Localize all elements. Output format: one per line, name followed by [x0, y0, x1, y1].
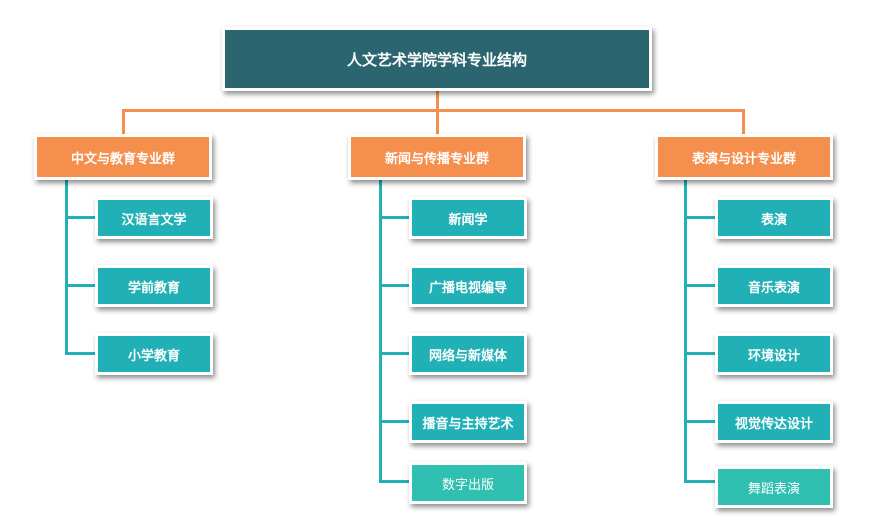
- group-0-item-0-connector: [65, 216, 97, 219]
- group-node-chinese-education: 中文与教育专业群: [34, 134, 212, 180]
- leaf-node: 表演: [715, 197, 833, 239]
- leaf-node-label: 汉语言文学: [121, 212, 187, 228]
- group-2-spine: [684, 178, 687, 483]
- group-node-performance-design: 表演与设计专业群: [655, 134, 833, 180]
- group-1-drop-connector: [436, 109, 439, 135]
- leaf-node-label: 小学教育: [127, 348, 180, 364]
- leaf-node-label: 表演: [760, 212, 787, 228]
- group-0-spine: [65, 178, 68, 355]
- group-0-drop-connector: [122, 109, 125, 135]
- leaf-node-label: 视觉传达设计: [734, 416, 813, 432]
- leaf-node: 舞蹈表演: [715, 466, 833, 508]
- leaf-node: 音乐表演: [715, 265, 833, 307]
- leaf-node-label: 舞蹈表演: [747, 481, 800, 497]
- group-1-item-2-connector: [379, 352, 411, 355]
- leaf-node-label: 学前教育: [127, 280, 180, 296]
- leaf-node-label: 音乐表演: [747, 280, 800, 296]
- leaf-node: 播音与主持艺术: [409, 401, 527, 443]
- group-node-label: 中文与教育专业群: [70, 151, 175, 167]
- leaf-node: 网络与新媒体: [409, 333, 527, 375]
- leaf-node-label: 播音与主持艺术: [422, 416, 514, 432]
- leaf-node: 广播电视编导: [409, 265, 527, 307]
- root-node: 人文艺术学院学科专业结构: [222, 27, 652, 91]
- leaf-node-label: 数字出版: [441, 477, 494, 493]
- top-connector-horizontal: [122, 109, 745, 112]
- group-node-label: 表演与设计专业群: [691, 151, 796, 167]
- leaf-node: 新闻学: [409, 197, 527, 239]
- group-2-item-2-connector: [684, 352, 718, 355]
- group-2-drop-connector: [742, 109, 745, 135]
- group-2-item-4-connector: [684, 480, 718, 483]
- group-2-item-0-connector: [684, 216, 718, 219]
- group-2-item-1-connector: [684, 284, 718, 287]
- leaf-node: 数字出版: [409, 462, 527, 504]
- root-connector-vertical: [436, 89, 439, 111]
- leaf-node: 视觉传达设计: [715, 401, 833, 443]
- leaf-node: 小学教育: [95, 333, 213, 375]
- group-node-journalism-communication: 新闻与传播专业群: [348, 134, 526, 180]
- group-1-item-4-connector: [379, 480, 411, 483]
- root-node-label: 人文艺术学院学科专业结构: [346, 50, 527, 69]
- leaf-node-label: 广播电视编导: [428, 280, 507, 296]
- group-1-item-3-connector: [379, 420, 411, 423]
- group-1-item-1-connector: [379, 284, 411, 287]
- group-0-item-2-connector: [65, 352, 97, 355]
- leaf-node: 汉语言文学: [95, 197, 213, 239]
- group-node-label: 新闻与传播专业群: [384, 151, 489, 167]
- group-1-spine: [379, 178, 382, 483]
- leaf-node-label: 网络与新媒体: [428, 348, 507, 364]
- leaf-node-label: 环境设计: [747, 348, 800, 364]
- group-0-item-1-connector: [65, 284, 97, 287]
- leaf-node-label: 新闻学: [448, 212, 488, 228]
- group-1-item-0-connector: [379, 216, 411, 219]
- leaf-node: 学前教育: [95, 265, 213, 307]
- leaf-node: 环境设计: [715, 333, 833, 375]
- group-2-item-3-connector: [684, 420, 718, 423]
